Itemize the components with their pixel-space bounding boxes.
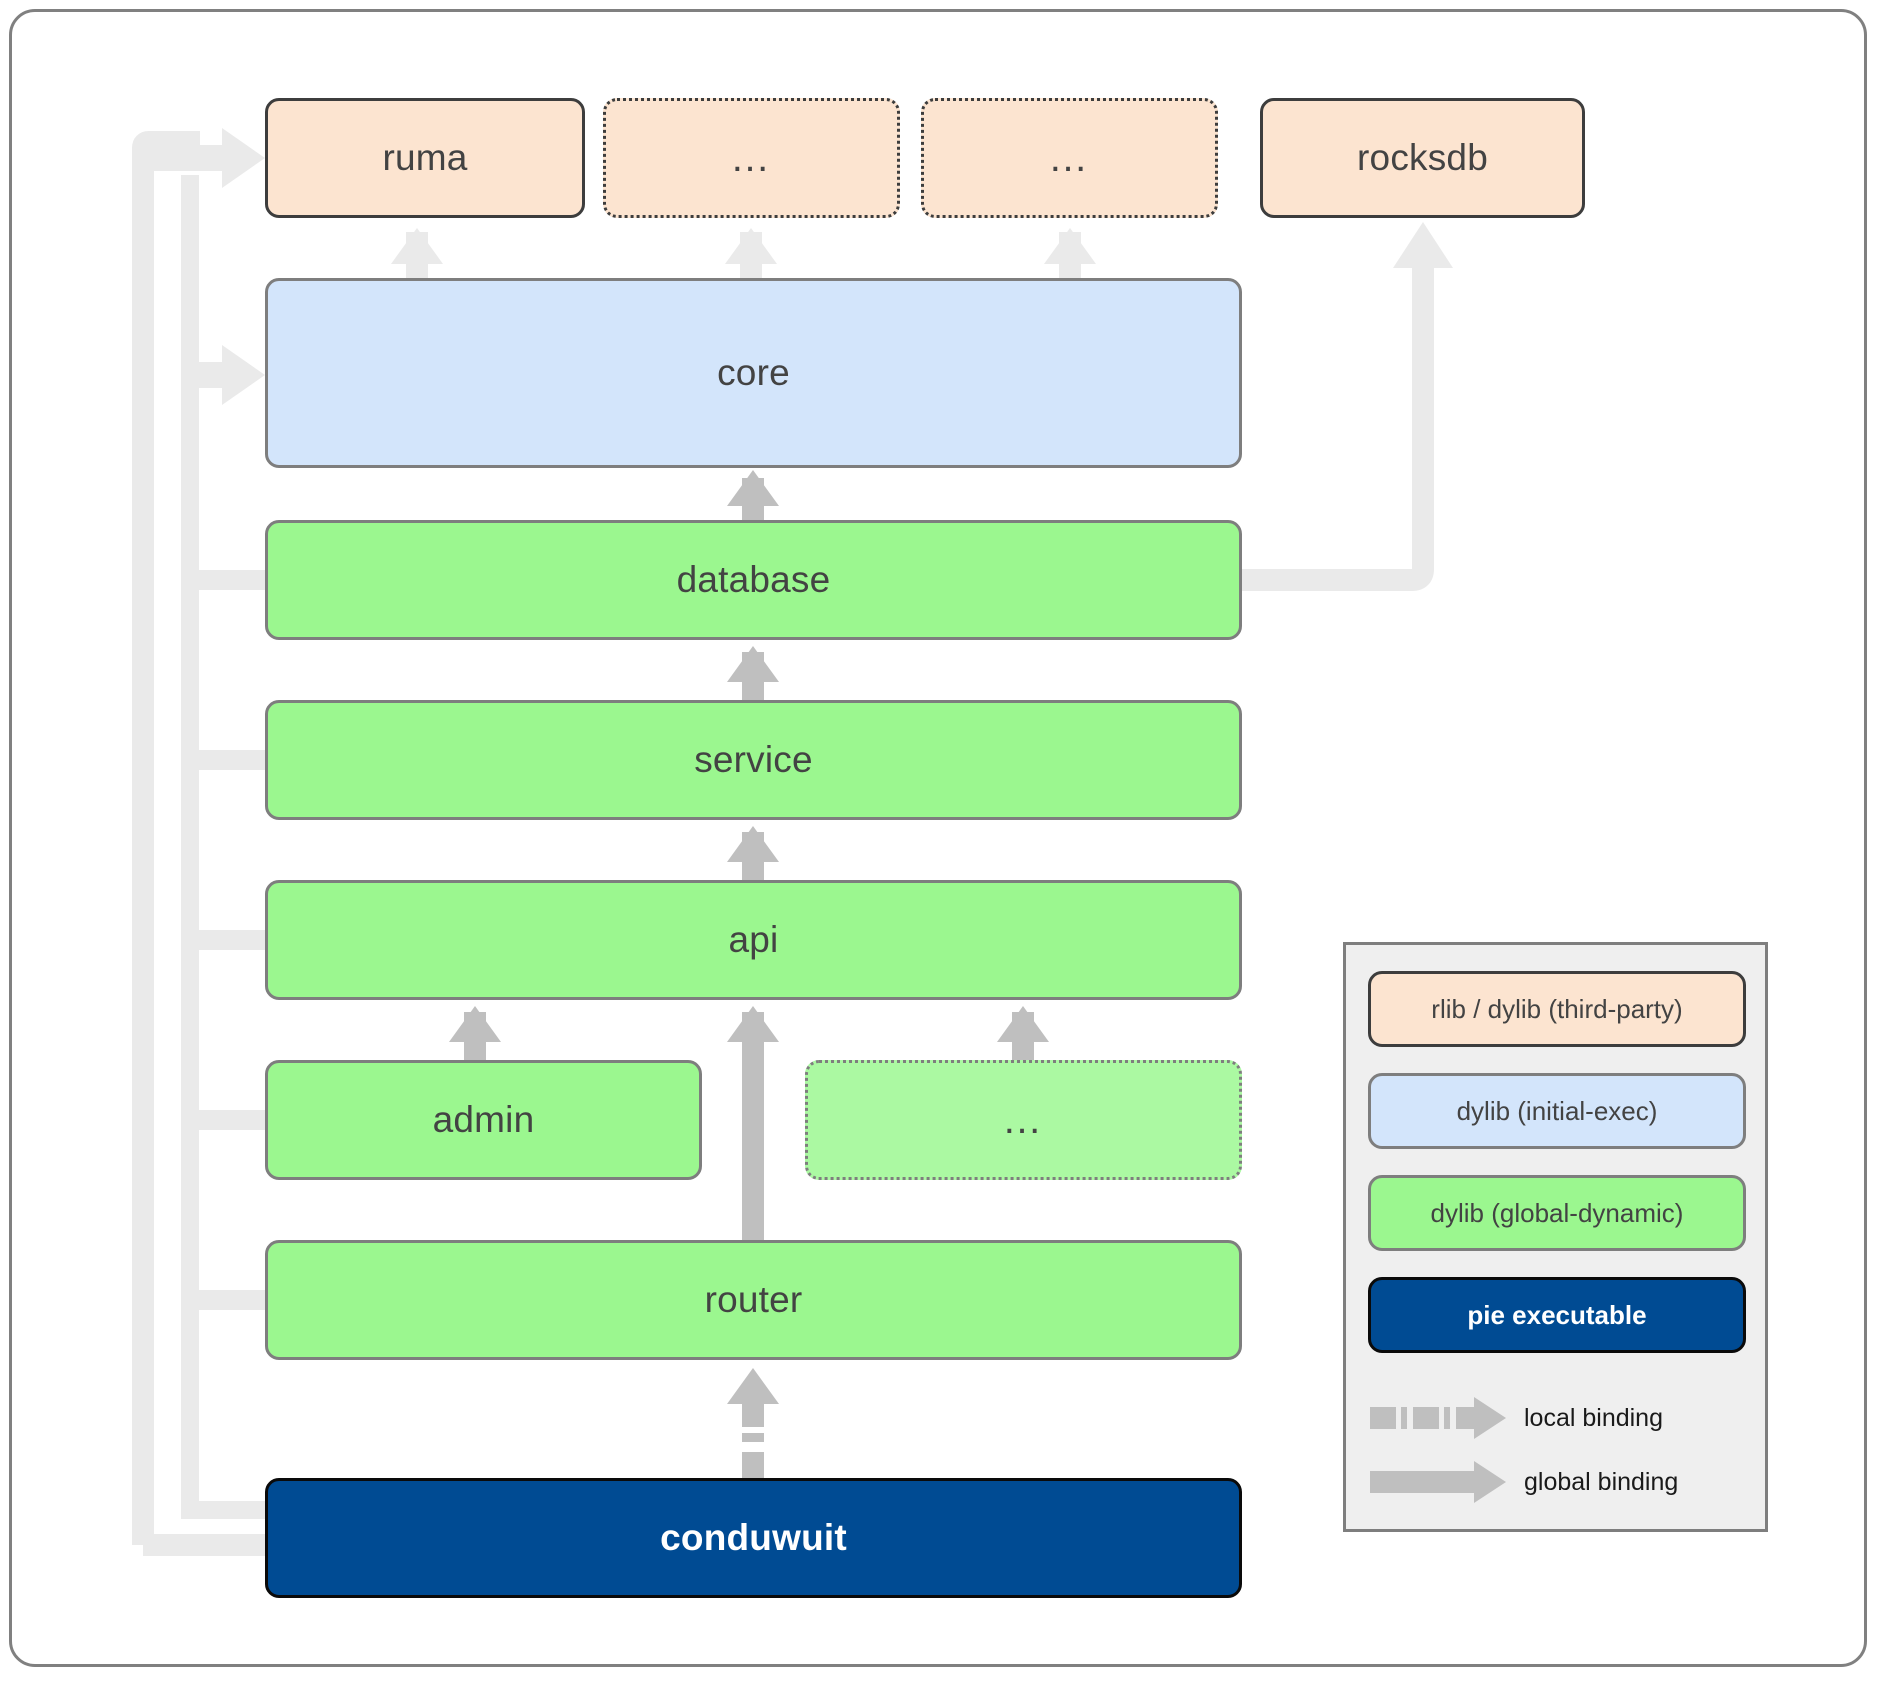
legend-binding-local: local binding — [1368, 1389, 1752, 1447]
node-ruma[interactable]: ruma — [265, 98, 585, 218]
node-router[interactable]: router — [265, 1240, 1242, 1360]
node-label: core — [717, 352, 790, 393]
local-binding-arrow-icon — [1368, 1395, 1508, 1441]
node-service[interactable]: service — [265, 700, 1242, 820]
node-label: admin — [432, 1099, 535, 1140]
node-label: rocksdb — [1357, 137, 1488, 178]
node-label: … — [730, 135, 773, 180]
legend-label: rlib / dylib (third-party) — [1431, 993, 1683, 1024]
legend-swatch-initial-exec: dylib (initial-exec) — [1368, 1073, 1746, 1149]
node-label: ruma — [382, 137, 468, 178]
node-label: conduwuit — [660, 1517, 847, 1558]
node-api[interactable]: api — [265, 880, 1242, 1000]
node-label: … — [1002, 1097, 1045, 1142]
global-binding-arrow-icon — [1368, 1459, 1508, 1505]
node-label: api — [728, 919, 779, 960]
legend-label: pie executable — [1467, 1299, 1647, 1330]
legend-swatch-global-dynamic: dylib (global-dynamic) — [1368, 1175, 1746, 1251]
node-database[interactable]: database — [265, 520, 1242, 640]
legend-label: local binding — [1524, 1403, 1663, 1432]
node-label: service — [694, 739, 813, 780]
node-top-ellipsis-1[interactable]: … — [603, 98, 900, 218]
legend-panel: rlib / dylib (third-party) dylib (initia… — [1343, 942, 1768, 1532]
node-label: router — [704, 1279, 803, 1320]
node-top-ellipsis-2[interactable]: … — [921, 98, 1218, 218]
legend-label: dylib (global-dynamic) — [1430, 1197, 1684, 1228]
legend-swatch-third-party: rlib / dylib (third-party) — [1368, 971, 1746, 1047]
node-conduwuit[interactable]: conduwuit — [265, 1478, 1242, 1598]
node-mid-ellipsis[interactable]: … — [805, 1060, 1242, 1180]
node-rocksdb[interactable]: rocksdb — [1260, 98, 1585, 218]
legend-label: dylib (initial-exec) — [1456, 1095, 1658, 1126]
node-label: … — [1048, 135, 1091, 180]
legend-swatch-pie-executable: pie executable — [1368, 1277, 1746, 1353]
node-core[interactable]: core — [265, 278, 1242, 468]
node-label: database — [676, 559, 831, 600]
legend-binding-global: global binding — [1368, 1453, 1752, 1511]
legend-label: global binding — [1524, 1467, 1679, 1496]
node-admin[interactable]: admin — [265, 1060, 702, 1180]
